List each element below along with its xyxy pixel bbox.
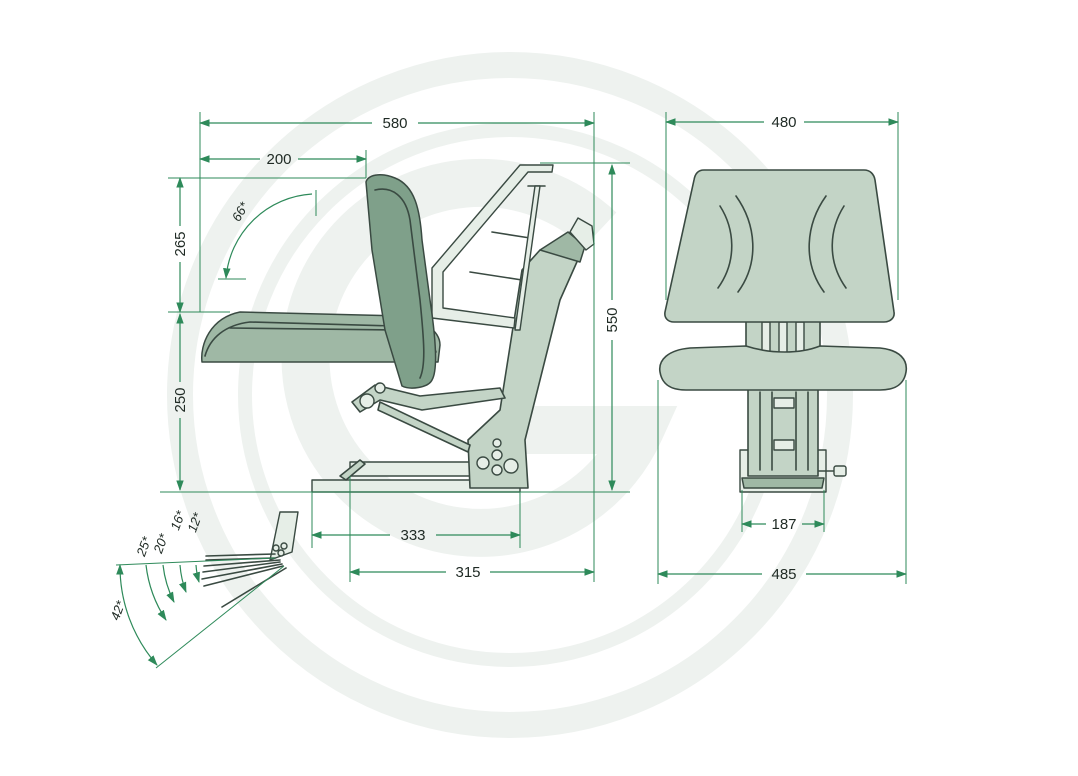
backrest-frame — [431, 164, 554, 329]
side-view-seat — [201, 164, 595, 493]
dim-backrest-height: 265 — [172, 231, 189, 256]
front-dimensions: 480 187 485 — [656, 112, 908, 584]
slide-rail — [349, 461, 471, 477]
angle-20: 20* — [150, 531, 171, 556]
dim-total-length: 580 — [382, 115, 407, 132]
side-dimensions: 580 200 265 250 550 333 315 66* — [160, 112, 630, 582]
adjust-knob — [569, 217, 595, 251]
bolt-hole — [492, 438, 502, 448]
front-slide-handle — [833, 465, 847, 477]
angle-42: 42* — [107, 598, 128, 622]
dim-slide-width: 187 — [771, 516, 796, 533]
pivot-bolt — [374, 382, 386, 394]
dim-backrest-depth: 200 — [266, 151, 291, 168]
dim-total-height: 550 — [604, 307, 621, 332]
front-backrest — [664, 169, 895, 323]
dim-seat-height: 250 — [172, 387, 189, 412]
lower-link — [377, 401, 471, 453]
front-view-seat — [659, 169, 908, 493]
angle-16: 16* — [167, 508, 188, 532]
bolt-hole — [491, 464, 503, 476]
pivot-bolt — [359, 393, 375, 409]
backrest — [365, 174, 437, 389]
slide-handle — [339, 459, 366, 481]
bolt-hole — [503, 458, 519, 474]
dim-total-width: 480 — [771, 114, 796, 131]
angle-25: 25* — [133, 534, 154, 559]
tilt-detail: 42* 25* 20* 16* 12* — [107, 508, 299, 669]
dim-base-width: 485 — [771, 566, 796, 583]
bolt-hole — [491, 449, 503, 461]
front-seat-cushion — [659, 345, 908, 391]
dim-base-length: 315 — [455, 564, 480, 581]
dim-rail-length: 333 — [400, 527, 425, 544]
bolt-hole — [476, 456, 490, 470]
angle-12: 12* — [184, 510, 205, 534]
